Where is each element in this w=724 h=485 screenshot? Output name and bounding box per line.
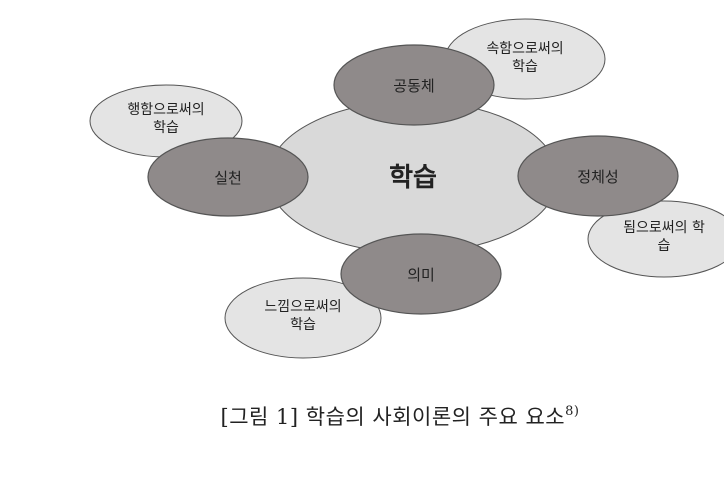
outcome-doing-line-2: 학습 (153, 120, 179, 136)
component-identity-label: 정체성 (577, 168, 618, 186)
outcome-belonging-line-2: 학습 (512, 59, 538, 75)
component-community: 공동체 (333, 44, 495, 126)
outcome-doing: 행함으로써의 학습 (89, 84, 243, 158)
figure-diagram: 속함으로써의 학습 행함으로써의 학습 됨으로써의 학 습 느낌으로써의 학습 … (89, 18, 724, 359)
outcome-becoming: 됨으로써의 학 습 (587, 200, 724, 278)
outcome-experience-line-2: 학습 (290, 317, 316, 333)
center-learning: 학습 (267, 100, 559, 254)
figure-caption-text: [그림 1] 학습의 사회이론의 주요 요소 (220, 405, 566, 429)
component-community-label: 공동체 (393, 77, 434, 95)
figure-caption-footnote: 8) (565, 404, 580, 419)
outcome-doing-line-1: 행함으로써의 (127, 102, 204, 118)
component-meaning: 의미 (340, 233, 502, 315)
component-practice-label: 실천 (214, 169, 242, 187)
outcome-belonging-line-1: 속함으로써의 (486, 41, 563, 57)
component-practice: 실천 (147, 137, 309, 217)
outcome-becoming-line-2: 습 (658, 238, 671, 254)
component-identity: 정체성 (517, 135, 679, 217)
outcome-becoming-line-1: 됨으로써의 학 (623, 220, 705, 236)
center-label: 학습 (389, 163, 437, 193)
figure-caption: [그림 1] 학습의 사회이론의 주요 요소8) (0, 401, 724, 431)
component-meaning-label: 의미 (407, 266, 435, 284)
outcome-experience: 느낌으로써의 학습 (224, 277, 382, 359)
outcome-experience-line-1: 느낌으로써의 (264, 299, 341, 315)
